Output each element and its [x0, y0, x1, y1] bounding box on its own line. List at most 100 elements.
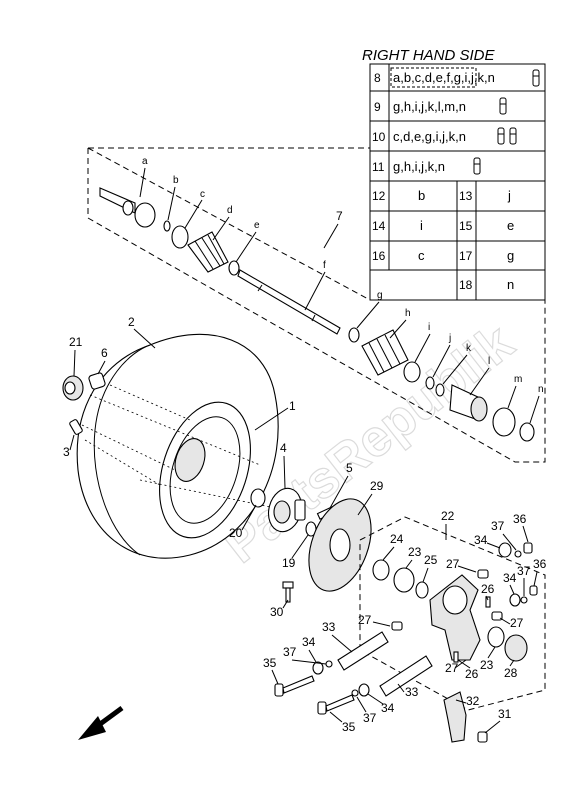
nut-36 [529, 585, 538, 596]
bolt-icon [473, 69, 540, 175]
callout-34: 34 [381, 701, 395, 715]
callout-31: 31 [498, 707, 512, 721]
bearing-23-right [487, 626, 505, 648]
washer-34 [498, 542, 512, 558]
tire [76, 333, 279, 559]
bushing-27 [491, 611, 503, 621]
washer-34 [358, 683, 370, 697]
hub-4 [267, 487, 306, 533]
callout-letter: m [514, 374, 522, 385]
valve-3 [69, 419, 83, 435]
callout-36: 36 [513, 512, 527, 526]
boot-d [187, 231, 229, 273]
callout-28: 28 [504, 666, 518, 680]
callout-3: 3 [63, 445, 70, 459]
seal-24 [372, 559, 390, 581]
callout-letter: e [254, 220, 260, 231]
callout-letter: h [405, 308, 411, 319]
table-pair-num: 14 [372, 219, 386, 233]
shaft-f [237, 269, 341, 335]
clip-j [425, 376, 435, 390]
bushing-27 [477, 569, 489, 579]
washer-20 [250, 488, 266, 508]
brake-disc-29 [308, 498, 372, 592]
outer-joint-shaft [99, 187, 156, 228]
callout-27: 27 [445, 661, 459, 675]
knuckle-group [359, 516, 546, 711]
projection-lines [81, 384, 286, 511]
table-pair-value: e [507, 218, 514, 233]
bolt-30 [282, 581, 294, 603]
callout-letter: i [428, 322, 430, 333]
table-row-num: 11 [372, 160, 385, 174]
band-g [348, 327, 360, 343]
callout-letter: g [377, 290, 383, 301]
callout-34: 34 [302, 635, 316, 649]
seal-28 [504, 634, 528, 662]
band-e [228, 260, 240, 276]
bolt-35-upper [274, 675, 315, 697]
washer-34 [312, 661, 324, 675]
callout-6: 6 [101, 346, 108, 360]
table-pair-value: n [507, 277, 514, 292]
table-pair-num: 16 [372, 249, 386, 263]
callout-26: 26 [465, 667, 479, 681]
inner-joint-l [449, 384, 488, 422]
grease-nipple-26 [453, 651, 459, 663]
callout-23: 23 [480, 658, 494, 672]
callout-letter: d [227, 205, 233, 216]
table-row-num: 10 [372, 130, 386, 144]
callout-1: 1 [289, 399, 296, 413]
clip-k [435, 383, 445, 397]
table-pair-value: b [418, 188, 425, 203]
callout-30: 30 [270, 605, 284, 619]
table-pair-value: j [507, 188, 511, 203]
callout-letter: k [466, 343, 472, 354]
bearing-23 [393, 567, 415, 593]
table-row-text: g,h,i,j,k,n [393, 159, 445, 174]
callout-23: 23 [408, 545, 422, 559]
callout-27: 27 [358, 613, 372, 627]
callout-letter: l [488, 356, 490, 367]
callout-20: 20 [229, 526, 243, 540]
callout-32: 32 [466, 694, 480, 708]
callout-letter: f [323, 260, 326, 271]
callout-2: 2 [128, 315, 135, 329]
washer-37 [514, 550, 522, 558]
table-pair-value: c [418, 248, 425, 263]
washer-37 [325, 660, 333, 668]
table-title: RIGHT HAND SIDE [362, 47, 496, 64]
table-row-text: g,h,i,j,k,l,m,n [393, 99, 466, 114]
callout-22: 22 [441, 509, 455, 523]
callout-21: 21 [69, 335, 83, 349]
drive-shaft-group [87, 147, 546, 463]
oring-n [519, 422, 535, 442]
callout-26: 26 [481, 582, 495, 596]
wheel-nut-21 [62, 375, 84, 401]
washer-37 [351, 689, 359, 697]
nut-36 [523, 542, 533, 554]
knuckle-body [429, 574, 481, 661]
collar-33-upper [337, 631, 389, 671]
table-row-num: 9 [374, 100, 381, 114]
table-pair-num: 18 [459, 278, 473, 292]
callout-37: 37 [491, 519, 505, 533]
front-direction-arrow-icon [78, 705, 124, 740]
table-pair-num: 17 [459, 249, 473, 263]
callout-7: 7 [336, 209, 343, 223]
table-pair-value: g [507, 248, 514, 263]
band-c [171, 225, 189, 249]
seal-m [492, 407, 516, 437]
callout-letter: j [448, 333, 451, 344]
right-hand-side-table: RIGHT HAND SIDE 8 a,b,c,d,e,f,g,i,j,k,n … [362, 47, 546, 301]
cap-6 [88, 372, 106, 390]
callout-letter: b [173, 175, 179, 186]
table-row-text: c,d,e,g,i,j,k,n [393, 129, 466, 144]
table-row-text: a,b,c,d,e,f,g,i,j,k,n [393, 70, 495, 85]
callout-36: 36 [533, 557, 547, 571]
callout-35: 35 [263, 656, 277, 670]
callout-19: 19 [282, 556, 296, 570]
collar-33-lower [379, 655, 433, 697]
callout-33: 33 [322, 620, 336, 634]
